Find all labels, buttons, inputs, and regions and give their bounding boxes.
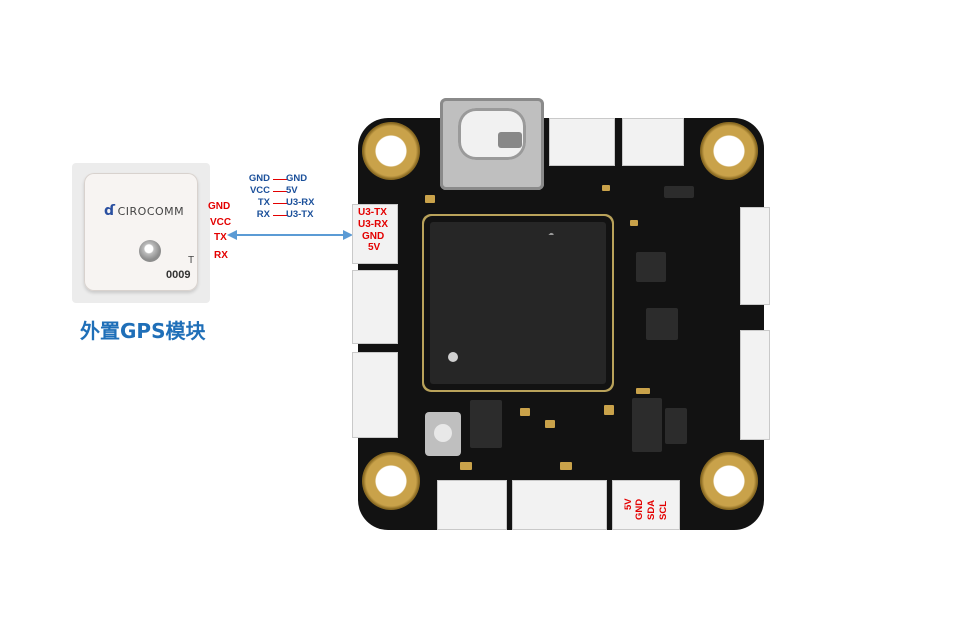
top-connector-1 [549,118,615,166]
gps-marking-code: 0009 [166,269,191,281]
smd-chip-5 [665,408,687,444]
wiring-right: 5V [286,185,298,196]
gps-pin-vcc: VCC [210,217,232,228]
gps-module-title: 外置GPS模块 [80,319,206,343]
gps-pin-rx: RX [214,250,228,261]
uart-pin-rx: U3-RX [358,219,389,230]
smd-pad [602,185,610,191]
bottom-connector-1 [437,480,507,530]
right-connector-2 [740,330,770,440]
usb-c-connector [440,98,544,190]
connection-arrow-icon [227,230,353,240]
wiring-link-line [273,215,287,216]
brand-mark-icon: ɗ [104,203,116,219]
smd-pad [425,195,435,203]
smd-chip-4 [632,398,662,452]
wiring-link-line [273,179,287,180]
i2c-pin-gnd: GND [634,498,645,520]
mcu-chip: ☁ [430,222,606,384]
wiring-link-line [273,191,287,192]
wiring-row-rx: RX U3-TX [248,209,328,221]
uart-pin-gnd: GND [362,231,385,242]
wiring-left: RX [256,209,270,220]
pin1-marker-icon [448,352,458,362]
chip-logo-icon: ☁ [548,231,554,237]
smd-chip-6 [664,186,694,198]
mount-hole-bottom-right [700,452,758,510]
uart3-connector [352,204,398,264]
mount-hole-top-left [362,122,420,180]
smd-pad [630,220,638,226]
i2c-connector [612,480,680,530]
left-connector-2 [352,352,398,438]
smd-chip-2 [646,308,678,340]
smd-chip-3 [470,400,502,448]
wiring-left: GND [248,173,270,184]
uart-pin-tx: U3-TX [358,207,387,218]
gps-marking-t: T [188,255,195,266]
i2c-pin-scl: SCL [658,501,669,520]
smd-chip-1 [636,252,666,282]
gps-pin-gnd: GND [208,201,231,212]
smd-pad [460,462,472,470]
wiring-link-line [273,203,287,204]
wiring-left: TX [257,197,270,208]
smd-pad [604,405,614,415]
gps-pin-tx: TX [214,232,227,243]
wiring-row-tx: TX U3-RX [248,197,328,209]
smd-pad [520,408,530,416]
wiring-row-vcc: VCC 5V [248,185,328,197]
wiring-right: GND [286,173,308,184]
mount-hole-bottom-left [362,452,420,510]
wiring-right: U3-TX [286,209,314,220]
antenna-feed-icon [139,240,161,262]
smd-pad [560,462,572,470]
top-connector-2 [622,118,684,166]
uart-pin-5v: 5V [368,242,381,253]
gps-brand-text: CIROCOMM [117,205,185,218]
bottom-connector-2 [512,480,607,530]
i2c-pin-sda: SDA [646,499,657,520]
right-connector-1 [740,207,770,305]
smd-pad [636,388,650,394]
i2c-pin-labels: 5V GND SDA SCL [619,492,679,532]
usb-c-tongue [498,132,522,148]
wiring-right: U3-RX [286,197,315,208]
usb-c-port [458,108,526,160]
smd-pad [545,420,555,428]
wiring-row-gnd: GND GND [248,173,328,185]
left-connector-1 [352,270,398,344]
boot-button [425,412,461,456]
mount-hole-top-right [700,122,758,180]
wiring-left: VCC [249,185,270,196]
i2c-pin-5v: 5V [623,498,634,510]
